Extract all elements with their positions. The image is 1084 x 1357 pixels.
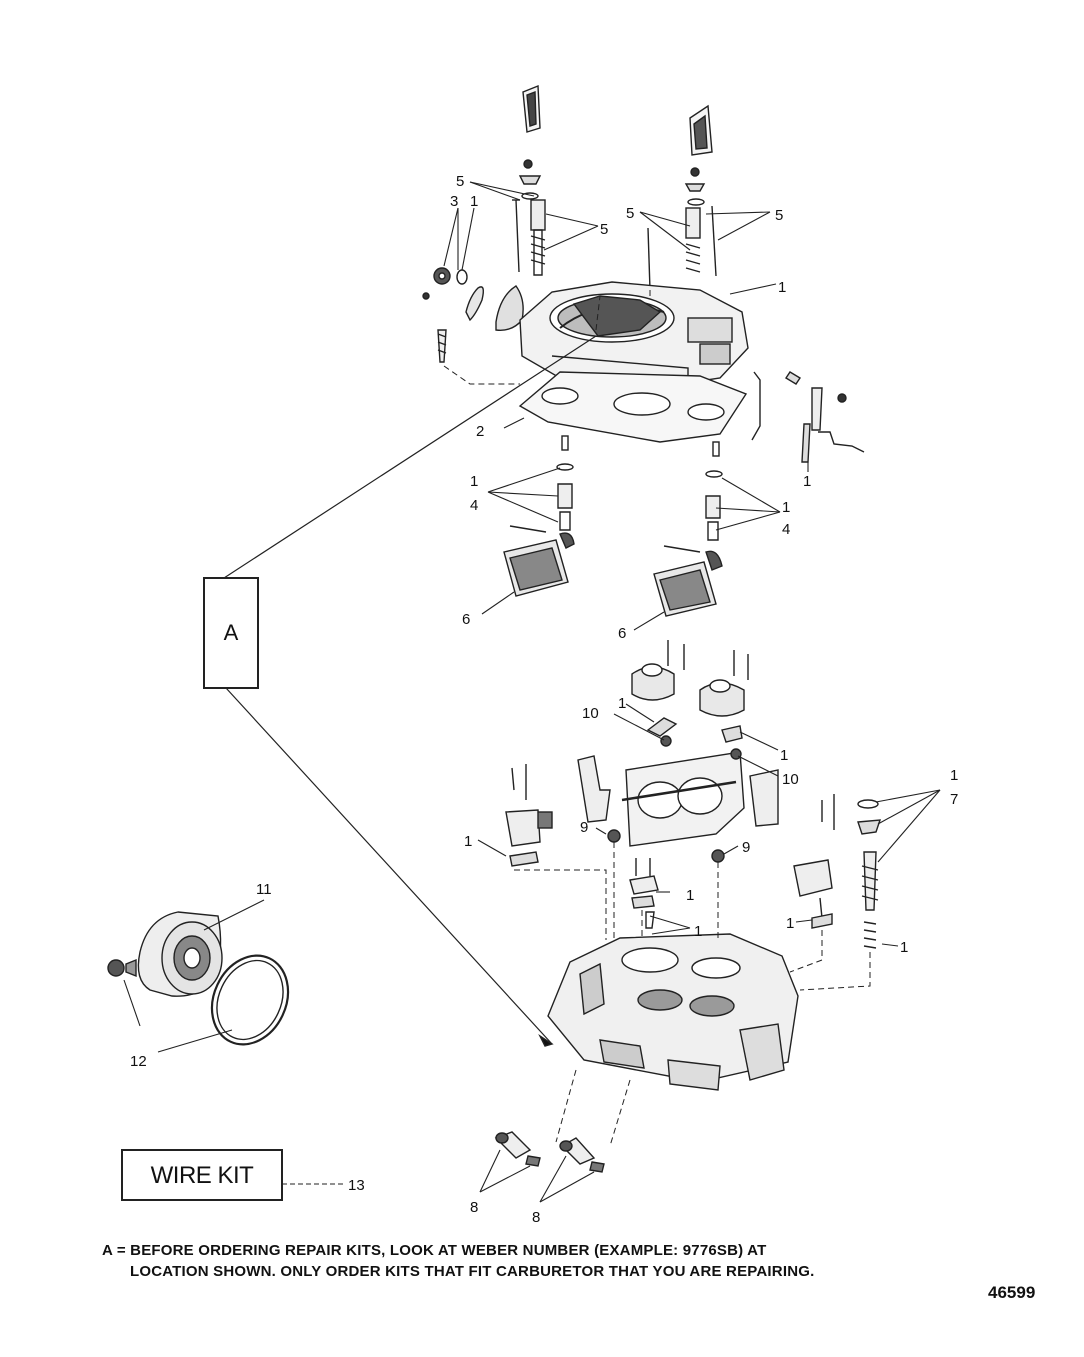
callout-1: 1 <box>803 473 811 490</box>
callout-labels: 5 3 1 5 5 5 1 2 1 1 4 1 4 6 6 10 1 1 10 … <box>130 173 958 1226</box>
idle-adjust-screw <box>857 799 882 949</box>
air-horn-body <box>519 281 749 391</box>
callout-2: 2 <box>476 423 484 440</box>
choke-parts-left <box>422 267 524 331</box>
top-screw-left <box>518 159 542 200</box>
throttle-linkage-right <box>793 794 835 929</box>
metering-rod-left <box>512 199 520 273</box>
callout-7: 7 <box>950 791 958 808</box>
callout-1: 1 <box>470 193 478 210</box>
metering-rod-right <box>711 205 717 277</box>
float-left <box>503 539 569 597</box>
pump-plunger-left <box>530 199 546 276</box>
center-small-parts <box>629 858 659 929</box>
callout-5: 5 <box>600 221 608 238</box>
callout-4: 4 <box>782 521 790 538</box>
callout-1: 1 <box>694 923 702 940</box>
secondary-valve-housing-right <box>699 650 749 717</box>
choke-cap-gasket <box>210 954 290 1046</box>
callout-10: 10 <box>782 771 799 788</box>
callout-5: 5 <box>626 205 634 222</box>
ordering-note-line-1: A = BEFORE ORDERING REPAIR KITS, LOOK AT… <box>102 1242 767 1259</box>
callout-leaders <box>123 181 941 1203</box>
secondary-valve-housing-left <box>631 640 685 701</box>
callout-10: 10 <box>582 705 599 722</box>
choke-linkage-right <box>751 371 865 463</box>
idle-needle-left <box>494 1131 541 1167</box>
float-right <box>653 561 717 617</box>
wire-kit-label: WIRE KIT <box>151 1162 255 1189</box>
callout-9: 9 <box>742 839 750 856</box>
callout-13: 13 <box>348 1177 365 1194</box>
idle-needle-right <box>559 1137 605 1173</box>
callout-1: 1 <box>950 767 958 784</box>
callout-1: 1 <box>778 279 786 296</box>
callout-4: 4 <box>470 497 478 514</box>
callout-12: 12 <box>130 1053 147 1070</box>
ordering-note: A = BEFORE ORDERING REPAIR KITS, LOOK AT… <box>102 1240 1002 1282</box>
nut-9-left <box>607 829 621 843</box>
metering-rod-center <box>647 227 651 291</box>
callout-3: 3 <box>450 193 458 210</box>
wire-kit-box <box>121 1149 283 1201</box>
box-a-label: A <box>224 620 239 645</box>
callout-1: 1 <box>900 939 908 956</box>
wedge-right <box>689 104 713 156</box>
nut-9-right <box>711 849 725 863</box>
box-a <box>203 335 597 1047</box>
wedge-left <box>522 84 541 133</box>
choke-thermostat-cap <box>107 911 223 997</box>
callout-6: 6 <box>618 625 626 642</box>
ordering-note-line-2: LOCATION SHOWN. ONLY ORDER KITS THAT FIT… <box>130 1263 815 1280</box>
callout-1: 1 <box>686 887 694 904</box>
callout-8: 8 <box>470 1199 478 1216</box>
jet-assembly-right <box>663 441 723 571</box>
callout-1: 1 <box>464 833 472 850</box>
callout-5: 5 <box>775 207 783 224</box>
callout-1: 1 <box>780 747 788 764</box>
callout-9: 9 <box>580 819 588 836</box>
top-screw-right <box>684 167 706 206</box>
callout-6: 6 <box>462 611 470 628</box>
callout-1: 1 <box>786 915 794 932</box>
callout-1: 1 <box>782 499 790 516</box>
air-horn-gasket <box>518 371 748 443</box>
callout-8: 8 <box>532 1209 540 1226</box>
jet-assembly-left <box>509 435 575 549</box>
screw-left-body <box>437 329 447 363</box>
dashed-leaders <box>443 290 871 1147</box>
pump-plunger-right <box>685 207 701 273</box>
callout-5: 5 <box>456 173 464 190</box>
callout-1: 1 <box>470 473 478 490</box>
throttle-plates <box>577 717 779 847</box>
callout-11: 11 <box>256 881 272 898</box>
figure-number: 46599 <box>988 1283 1036 1302</box>
main-body <box>547 933 799 1091</box>
callout-1: 1 <box>618 695 626 712</box>
throttle-linkage-left <box>505 764 553 867</box>
